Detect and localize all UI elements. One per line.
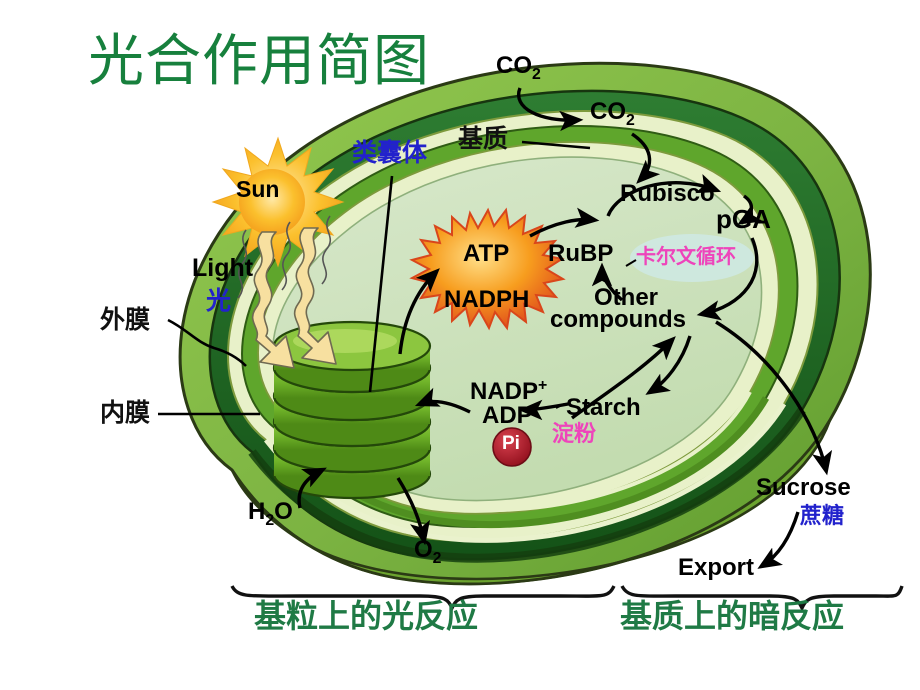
light-wave-line <box>237 215 332 299</box>
label-outer-membrane-cn: 外膜 <box>100 305 151 334</box>
label-inner-membrane-cn: 内膜 <box>100 398 151 427</box>
sun-icon <box>211 136 345 268</box>
label-nadph: NADPH <box>444 286 530 313</box>
label-stroma-cn: 基质 <box>458 124 509 153</box>
label-adp: ADP <box>482 402 533 429</box>
label-starch: Starch <box>566 394 641 421</box>
label-rubisco: Rubisco <box>620 180 715 207</box>
phosphate-circle-icon <box>492 427 532 467</box>
label-pga: pGA <box>716 204 771 234</box>
label-co2-inside: CO2 <box>590 98 635 129</box>
label-starch-cn: 淀粉 <box>552 422 597 447</box>
label-o2: O2 <box>414 536 442 567</box>
caption-light-reaction: 基粒上的光反应 <box>254 597 479 635</box>
diagram-arrows <box>297 87 833 569</box>
label-light-cn: 光 <box>206 286 232 315</box>
label-nadp-plus: NADP+ <box>470 377 548 405</box>
label-compounds: compounds <box>550 306 686 333</box>
label-atp: ATP <box>463 240 510 267</box>
label-h2o: H2O <box>248 498 293 529</box>
label-sun: Sun <box>236 176 280 202</box>
label-export: Export <box>678 554 755 581</box>
label-pi: Pi <box>502 433 520 454</box>
calvin-cycle-halo <box>630 234 754 282</box>
page-title: 光合作用简图 <box>88 29 430 94</box>
label-light: Light <box>192 254 254 282</box>
label-calvin-cycle-cn: 卡尔文循环 <box>636 244 736 268</box>
label-sucrose: Sucrose <box>756 474 851 501</box>
light-ray-icon <box>251 227 337 369</box>
granum-stack-icon <box>272 320 432 500</box>
leader-lines <box>158 140 637 416</box>
label-sucrose-cn: 蔗糖 <box>800 504 845 529</box>
label-other: Other <box>594 284 659 311</box>
label-rubp: RuBP <box>548 240 614 267</box>
bottom-braces <box>230 585 904 612</box>
label-thylakoid-cn: 类囊体 <box>352 138 428 167</box>
label-co2-outside: CO2 <box>496 52 541 83</box>
caption-dark-reaction: 基质上的暗反应 <box>620 597 845 635</box>
